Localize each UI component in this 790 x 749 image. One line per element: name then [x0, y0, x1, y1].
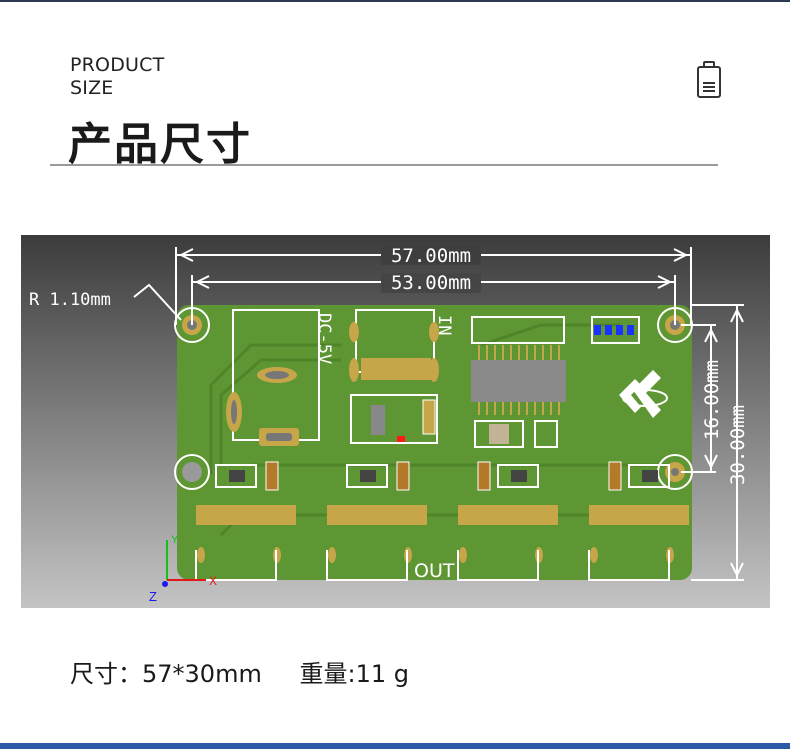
- section-title-en: PRODUCT SIZE: [70, 54, 164, 100]
- dim-hole-height: 16.00mm: [701, 360, 723, 440]
- bottom-border: [0, 743, 790, 749]
- axis-x-label: X: [209, 574, 217, 588]
- product-specs: 尺寸：57*30mm 重量:11 g: [70, 654, 439, 689]
- output-channels: [196, 461, 689, 563]
- section-title-cn: 产品尺寸: [68, 119, 252, 170]
- label-out: OUT: [414, 560, 455, 582]
- title-en-line1: PRODUCT: [70, 54, 165, 76]
- top-border: [0, 0, 790, 2]
- axis-triad: Y X Z: [149, 534, 217, 604]
- spec-size: 尺寸：57*30mm: [70, 660, 262, 688]
- dim-outer-width: 57.00mm: [391, 245, 471, 267]
- header-divider: [50, 164, 718, 166]
- battery-icon: [697, 61, 721, 98]
- brand-logo: [619, 370, 668, 418]
- dim-outer-height: 30.00mm: [727, 405, 749, 485]
- spec-weight: 重量:11 g: [299, 660, 409, 688]
- label-dc: DC-5V: [314, 313, 334, 364]
- label-in: IN: [434, 315, 454, 335]
- pcb-dimension-drawing: 57.00mm 53.00mm R 1.10mm 16.00mm 30.00mm…: [21, 235, 770, 608]
- axis-z-label: Z: [149, 589, 157, 604]
- title-en-line2: SIZE: [70, 77, 114, 99]
- axis-y-label: Y: [171, 534, 179, 546]
- dim-radius: R 1.10mm: [29, 290, 111, 310]
- dim-hole-width: 53.00mm: [391, 272, 471, 294]
